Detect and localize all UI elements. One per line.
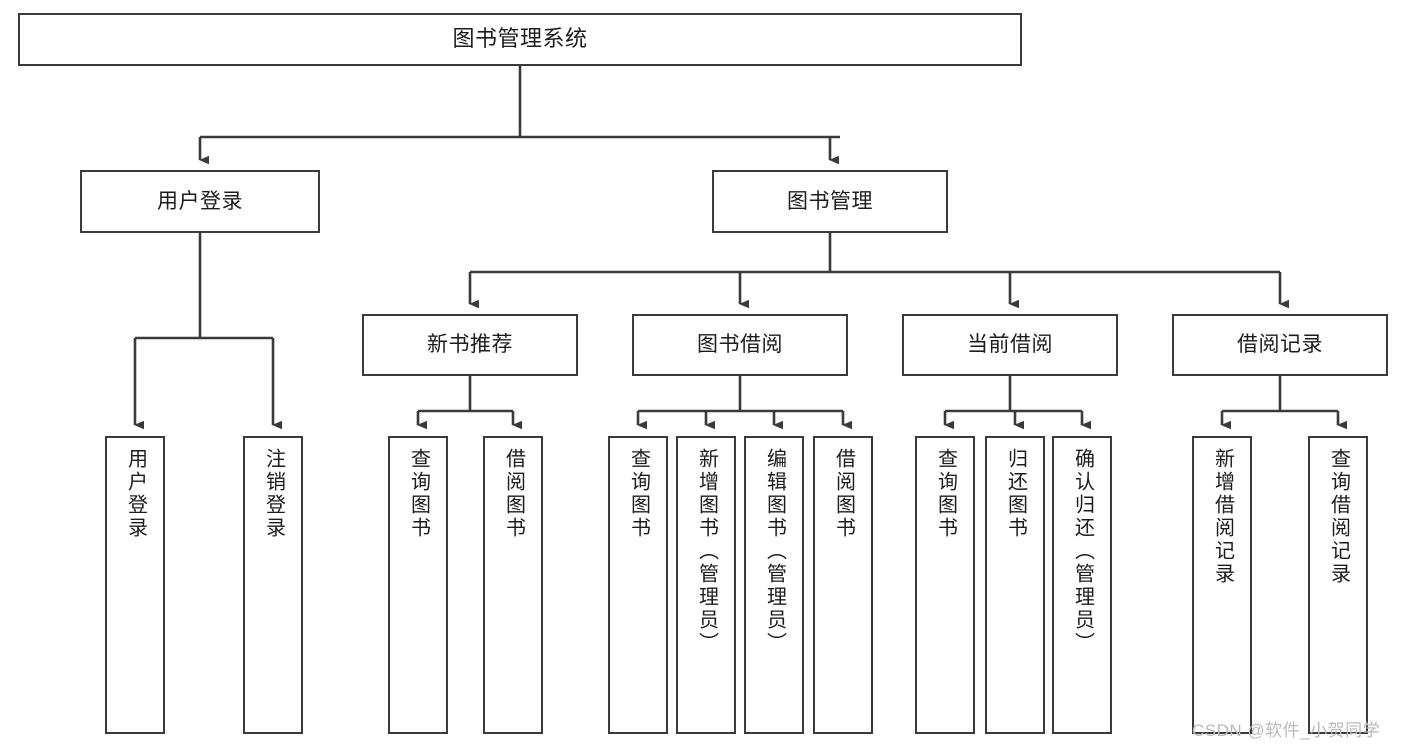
node-borrow-record[interactable]: 借阅记录 xyxy=(1172,314,1388,376)
node-new-book-recommend[interactable]: 新书推荐 xyxy=(362,314,578,376)
node-label: 新增借阅记录 xyxy=(1211,448,1234,586)
node-label: 借阅图书 xyxy=(502,448,525,540)
node-label: 借阅记录 xyxy=(1237,333,1323,357)
leaf-logout-login[interactable]: 注销登录 xyxy=(243,436,303,734)
node-book-manage[interactable]: 图书管理 xyxy=(712,170,948,233)
leaf-borrow-book-2[interactable]: 借阅图书 xyxy=(813,436,873,734)
node-label: 新增图书（管理员） xyxy=(695,448,718,655)
node-label: 借阅图书 xyxy=(832,448,855,540)
node-label: 归还图书 xyxy=(1004,448,1027,540)
leaf-edit-book[interactable]: 编辑图书（管理员） xyxy=(744,436,804,734)
node-label: 图书管理系统 xyxy=(452,26,588,52)
node-label: 当前借阅 xyxy=(967,333,1053,357)
leaf-query-book-3[interactable]: 查询图书 xyxy=(915,436,975,734)
node-book-borrow[interactable]: 图书借阅 xyxy=(632,314,848,376)
node-label: 注销登录 xyxy=(262,448,285,540)
node-label: 用户登录 xyxy=(157,189,243,213)
node-label: 图书借阅 xyxy=(697,333,783,357)
node-label: 用户登录 xyxy=(124,448,147,540)
node-label: 编辑图书（管理员） xyxy=(763,448,786,655)
node-label: 新书推荐 xyxy=(427,333,513,357)
leaf-add-record[interactable]: 新增借阅记录 xyxy=(1192,436,1252,734)
node-root-system[interactable]: 图书管理系统 xyxy=(18,13,1022,66)
leaf-borrow-book-1[interactable]: 借阅图书 xyxy=(483,436,543,734)
leaf-query-record[interactable]: 查询借阅记录 xyxy=(1308,436,1368,734)
leaf-add-book[interactable]: 新增图书（管理员） xyxy=(676,436,736,734)
node-label: 图书管理 xyxy=(787,189,873,213)
leaf-return-book[interactable]: 归还图书 xyxy=(985,436,1045,734)
leaf-confirm-return[interactable]: 确认归还（管理员） xyxy=(1052,436,1112,734)
node-label: 查询借阅记录 xyxy=(1327,448,1350,586)
node-label: 查询图书 xyxy=(407,448,430,540)
leaf-user-login[interactable]: 用户登录 xyxy=(105,436,165,734)
node-label: 查询图书 xyxy=(934,448,957,540)
node-current-borrow[interactable]: 当前借阅 xyxy=(902,314,1118,376)
csdn-watermark: CSDN @软件_小贺同学 xyxy=(1192,721,1381,740)
node-label: 查询图书 xyxy=(627,448,650,540)
leaf-query-book-2[interactable]: 查询图书 xyxy=(608,436,668,734)
leaf-query-book-1[interactable]: 查询图书 xyxy=(388,436,448,734)
node-user-login[interactable]: 用户登录 xyxy=(80,170,320,233)
node-label: 确认归还（管理员） xyxy=(1071,448,1094,655)
